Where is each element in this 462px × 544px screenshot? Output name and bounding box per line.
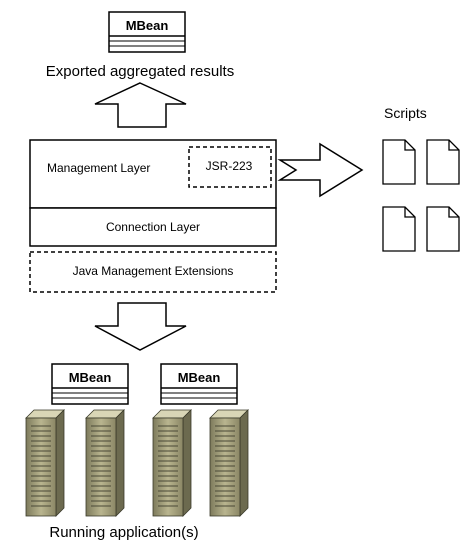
running-apps-label: Running application(s) [49,524,198,541]
mbean-app-1-label: MBean [69,370,112,385]
jsr-box [188,146,272,188]
jmx-box [29,251,277,293]
script-file-icon [426,139,460,185]
scripts-label: Scripts [384,105,427,121]
exported-results-label: Exported aggregated results [46,63,234,80]
management-layer-box [29,139,277,209]
down-arrow-icon [94,302,187,351]
server-icon [209,409,249,517]
mbean-app-2: MBean [160,363,238,405]
connection-layer-box [29,207,277,247]
script-file-icon [382,206,416,252]
management-layer-label: Management Layer [47,161,150,175]
mbean-export-label: MBean [126,18,169,33]
mbean-app-1: MBean [51,363,129,405]
server-icon [25,409,65,517]
right-arrow-icon [277,142,364,198]
script-file-icon [426,206,460,252]
server-icon [152,409,192,517]
mbean-app-2-label: MBean [178,370,221,385]
connection-layer-label: Connection Layer [106,220,200,234]
up-arrow-icon [94,82,187,128]
server-icon [85,409,125,517]
jsr-label: JSR-223 [206,159,253,173]
mbean-export: MBean [108,11,186,53]
jmx-label: Java Management Extensions [73,264,234,278]
script-file-icon [382,139,416,185]
